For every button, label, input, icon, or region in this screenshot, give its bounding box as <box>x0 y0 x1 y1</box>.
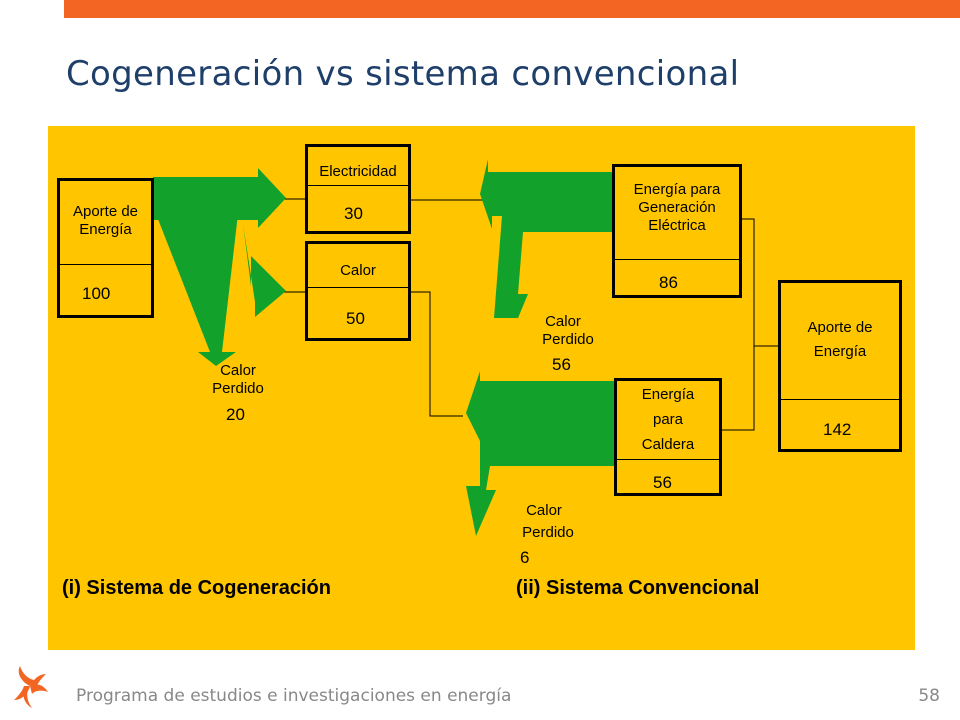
arrow-to-heat <box>243 224 286 317</box>
institution-logo-icon <box>14 666 48 708</box>
conventional-input-label: Energía <box>813 343 867 360</box>
cogen-loss-value: 20 <box>226 405 245 424</box>
box-divider <box>308 185 408 186</box>
line-heat-to-conventional <box>409 291 463 417</box>
boiler-value: 56 <box>653 473 672 492</box>
line-power-to-input <box>740 218 780 347</box>
boiler-label: Energía <box>641 386 695 403</box>
cogen-input-value: 100 <box>82 284 111 303</box>
cogen-loss-label: Perdido <box>212 380 264 397</box>
power-generation-label: Generación <box>638 199 716 216</box>
cogen-loss-label: Calor <box>220 362 256 379</box>
box-divider <box>781 399 899 400</box>
line-boiler-to-input <box>720 346 755 431</box>
electricity-box: Electricidad 30 <box>305 144 411 234</box>
flow-graphics <box>153 159 780 536</box>
slide-title: Cogeneración vs sistema convencional <box>66 54 740 94</box>
power-generation-box: Energía para Generación Eléctrica 86 <box>612 164 742 298</box>
boiler-box: Energía para Caldera 56 <box>614 378 722 496</box>
electricity-value: 30 <box>344 204 363 223</box>
arrow-boiler-loss <box>466 371 614 536</box>
power-loss-label: Calor <box>545 313 581 330</box>
electricity-label: Electricidad <box>319 163 397 180</box>
box-divider <box>615 259 739 260</box>
heat-value: 50 <box>346 309 365 328</box>
box-divider <box>308 287 408 288</box>
heat-label: Calor <box>340 262 376 279</box>
boiler-loss-value: 6 <box>520 548 530 567</box>
box-divider <box>617 459 719 460</box>
power-loss-label: Perdido <box>542 331 594 348</box>
boiler-label: para <box>652 411 684 428</box>
boiler-loss-label: Perdido <box>522 524 574 541</box>
arrow-to-electricity <box>153 168 286 228</box>
conventional-input-label: Aporte de <box>807 319 873 336</box>
arrow-power-loss <box>480 159 614 318</box>
arrow-heat-loss <box>156 214 238 366</box>
page-number: 58 <box>918 686 940 706</box>
power-loss-value: 56 <box>552 355 571 374</box>
cogen-input-box: Aporte de Energía 100 <box>57 178 154 318</box>
conventional-caption: (ii) Sistema Convencional <box>516 577 760 599</box>
boiler-loss-label: Calor <box>526 502 562 519</box>
power-generation-label: Energía para <box>633 181 721 198</box>
box-divider <box>60 264 151 265</box>
boiler-label: Caldera <box>641 436 695 453</box>
power-generation-label: Eléctrica <box>648 217 706 234</box>
conventional-input-value: 142 <box>823 420 852 439</box>
conventional-input-box: Aporte de Energía 142 <box>778 280 902 452</box>
power-generation-value: 86 <box>659 273 678 292</box>
cogeneration-caption: (i) Sistema de Cogeneración <box>62 577 331 599</box>
top-accent-bar <box>64 0 960 18</box>
energy-flow-diagram: Aporte de Energía 100 Electricidad 30 Ca… <box>48 126 915 650</box>
footer-text: Programa de estudios e investigaciones e… <box>76 686 512 706</box>
heat-box: Calor 50 <box>305 241 411 341</box>
cogen-input-label: Energía <box>79 221 132 238</box>
cogen-input-label: Aporte de <box>72 203 139 220</box>
